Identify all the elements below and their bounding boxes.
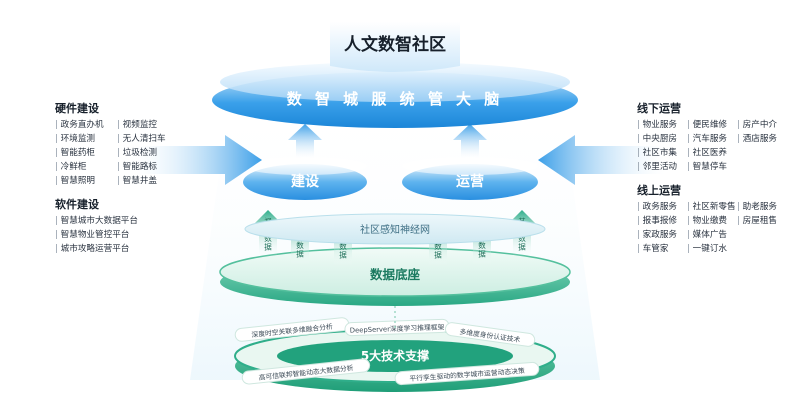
ops-pill: 运营 (402, 157, 538, 200)
list-item: 社区医养 (687, 147, 737, 159)
svg-text:据: 据 (264, 243, 272, 252)
svg-text:据: 据 (478, 250, 486, 259)
online-group: 线上运营 政务服务社区新零售助老服务报事报修物业缴费房屋租售家政服务媒体广告车管… (637, 182, 797, 255)
list-spacer (737, 147, 793, 159)
list-item: 酒店服务 (737, 133, 793, 145)
ops-label: 运营 (456, 173, 484, 190)
list-item: 无人清扫车 (117, 133, 179, 145)
list-item: 房屋租售 (737, 215, 793, 227)
list-item: 社区新零售 (687, 201, 737, 213)
list-item: 房产中介 (737, 119, 793, 131)
offline-group: 线下运营 物业服务便民维修房产中介中央厨房汽车服务酒店服务社区市集社区医养邻里活… (637, 100, 797, 173)
list-item: 社区市集 (637, 147, 687, 159)
online-title: 线上运营 (637, 184, 681, 197)
nerve-label: 社区感知神经网 (360, 223, 430, 236)
nerve-network-band: 社区感知神经网 (244, 213, 546, 245)
svg-text:据: 据 (434, 251, 442, 260)
svg-text:数: 数 (478, 240, 486, 250)
svg-text:数: 数 (434, 241, 442, 251)
build-pill: 建设 (243, 157, 367, 200)
svg-text:据: 据 (339, 251, 347, 260)
right-panel: 线下运营 物业服务便民维修房产中介中央厨房汽车服务酒店服务社区市集社区医养邻里活… (637, 100, 797, 264)
tech-item: DeepServer深度学习推理框架 (344, 318, 450, 337)
list-spacer (737, 229, 793, 241)
svg-text:数: 数 (264, 233, 272, 243)
tech-title: 5大技术支撑 (361, 348, 429, 363)
list-item: 汽车服务 (687, 133, 737, 145)
list-item: 视频监控 (117, 119, 179, 131)
hardware-group: 硬件建设 政务直办机视频监控环境监测无人清扫车智能药柜垃圾检测冷鲜柜智能路标智慧… (55, 100, 185, 187)
data-base-label: 数据底座 (369, 267, 421, 282)
list-item: 便民维修 (687, 119, 737, 131)
svg-text:据: 据 (296, 250, 304, 259)
left-panel: 硬件建设 政务直办机视频监控环境监测无人清扫车智能药柜垃圾检测冷鲜柜智能路标智慧… (55, 100, 185, 264)
svg-text:数: 数 (339, 241, 347, 251)
list-spacer (737, 161, 793, 173)
list-item: 智慧停车 (687, 161, 737, 173)
list-item: 物业缴费 (687, 215, 737, 227)
list-item: 政务直办机 (55, 119, 117, 131)
list-item: 智慧照明 (55, 175, 117, 187)
offline-list: 物业服务便民维修房产中介中央厨房汽车服务酒店服务社区市集社区医养邻里活动智慧停车 (637, 119, 797, 173)
software-title: 软件建设 (55, 198, 99, 211)
list-item: 城市攻略运营平台 (55, 243, 179, 255)
top-title-box: 人文数智社区 (330, 22, 460, 72)
list-item: 智慧物业管控平台 (55, 229, 179, 241)
list-item: 政务服务 (637, 201, 687, 213)
list-item: 智能路标 (117, 161, 179, 173)
brain-disc: 数 智 城 服 统 管 大 脑 (212, 62, 578, 128)
hardware-title: 硬件建设 (55, 102, 99, 115)
list-item: 助老服务 (737, 201, 793, 213)
list-item: 冷鲜柜 (55, 161, 117, 173)
list-item: 智慧城市大数据平台 (55, 215, 179, 227)
offline-title: 线下运营 (637, 102, 681, 115)
list-item: 车管家 (637, 243, 687, 255)
up-arrow-icon (453, 124, 487, 158)
list-item: 智能药柜 (55, 147, 117, 159)
list-item: 一键订水 (687, 243, 737, 255)
list-item: 中央厨房 (637, 133, 687, 145)
list-item: 邻里活动 (637, 161, 687, 173)
svg-text:据: 据 (518, 243, 526, 252)
top-title: 人文数智社区 (344, 34, 446, 55)
list-spacer (737, 243, 793, 255)
software-group: 软件建设 智慧城市大数据平台智慧物业管控平台城市攻略运营平台 (55, 196, 185, 255)
list-item: 媒体广告 (687, 229, 737, 241)
tech-support-platform: 5大技术支撑 深度时空关联多维融合分析 DeepServer深度学习推理框架 多… (234, 317, 556, 392)
list-item: 智慧井盖 (117, 175, 179, 187)
software-list: 智慧城市大数据平台智慧物业管控平台城市攻略运营平台 (55, 215, 185, 255)
list-item: 报事报修 (637, 215, 687, 227)
svg-text:DeepServer深度学习推理框架: DeepServer深度学习推理框架 (350, 322, 445, 334)
build-label: 建设 (291, 173, 320, 190)
svg-text:数: 数 (518, 233, 526, 243)
list-item: 环境监测 (55, 133, 117, 145)
list-item: 物业服务 (637, 119, 687, 131)
hardware-list: 政务直办机视频监控环境监测无人清扫车智能药柜垃圾检测冷鲜柜智能路标智慧照明智慧井… (55, 119, 185, 187)
svg-text:数: 数 (296, 240, 304, 250)
online-list: 政务服务社区新零售助老服务报事报修物业缴费房屋租售家政服务媒体广告车管家一键订水 (637, 201, 797, 255)
right-arrow-icon (538, 135, 665, 185)
list-item: 家政服务 (637, 229, 687, 241)
list-item: 垃圾检测 (117, 147, 179, 159)
up-arrow-icon (288, 124, 322, 158)
brain-label: 数 智 城 服 统 管 大 脑 (287, 90, 504, 108)
